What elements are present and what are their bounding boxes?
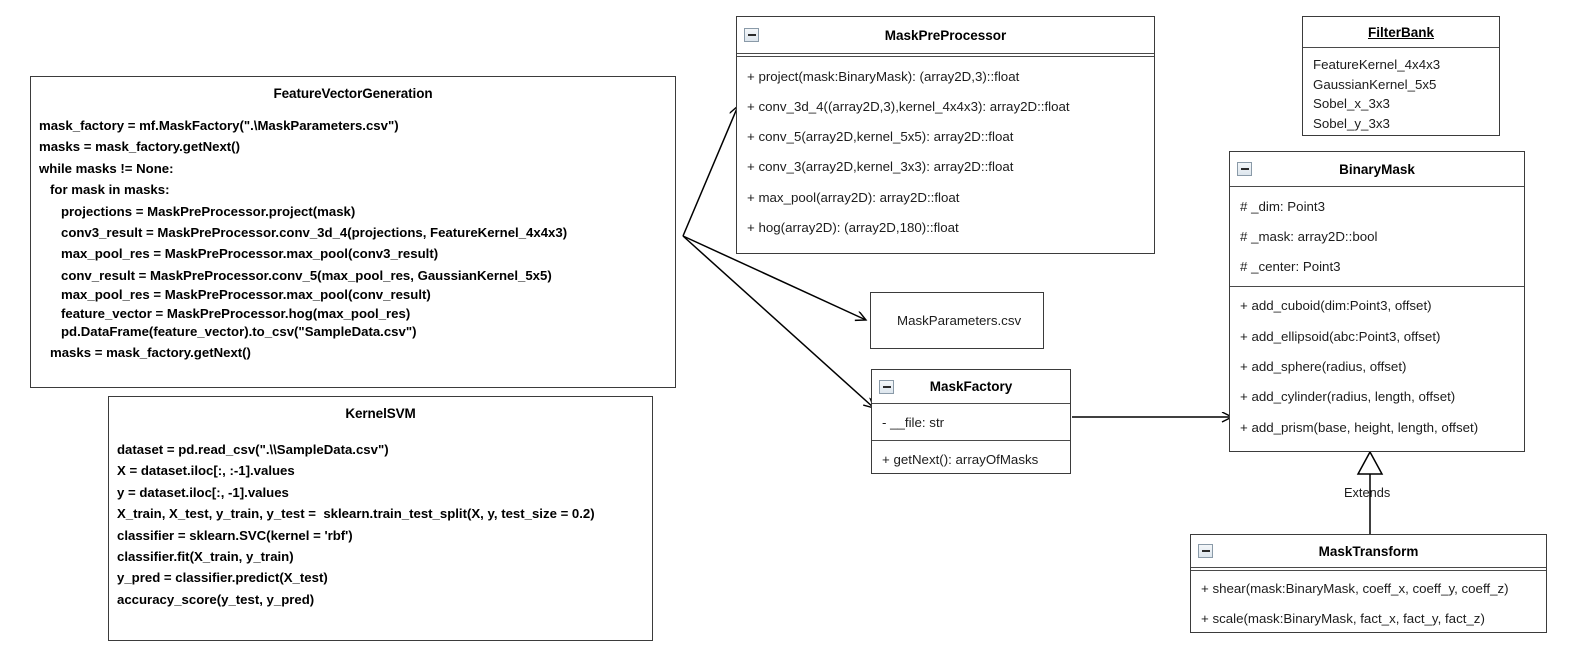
method-row: + shear(mask:BinaryMask, coeff_x, coeff_… (1201, 580, 1509, 596)
method-row: + add_ellipsoid(abc:Point3, offset) (1240, 328, 1441, 344)
binary-mask-attributes: # _dim: Point3 # _mask: array2D::bool # … (1230, 187, 1524, 286)
code-line: X = dataset.iloc[:, :-1].values (117, 463, 295, 479)
code-line: X_train, X_test, y_train, y_test = sklea… (117, 506, 595, 522)
mask-parameters-csv-box[interactable]: MaskParameters.csv (870, 292, 1044, 349)
method-row: + add_cylinder(radius, length, offset) (1240, 389, 1456, 405)
filter-item: Sobel_y_3x3 (1313, 116, 1390, 132)
binary-mask-title: BinaryMask (1339, 161, 1415, 177)
binary-mask-box[interactable]: BinaryMask # _dim: Point3 # _mask: array… (1229, 151, 1525, 452)
collapse-minus-icon[interactable] (1198, 544, 1213, 558)
attribute-row: # _mask: array2D::bool (1240, 228, 1378, 244)
filter-bank-title: FilterBank (1367, 24, 1435, 40)
mask-factory-methods: + getNext(): arrayOfMasks (872, 441, 1070, 477)
binary-mask-header: BinaryMask (1230, 152, 1524, 186)
method-row: + add_sphere(radius, offset) (1240, 358, 1407, 374)
mask-transform-methods: + shear(mask:BinaryMask, coeff_x, coeff_… (1191, 571, 1546, 636)
code-line: y = dataset.iloc[:, -1].values (117, 484, 289, 500)
code-line: feature_vector = MaskPreProcessor.hog(ma… (39, 305, 411, 321)
code-line: dataset = pd.read_csv(".\\SampleData.csv… (117, 442, 389, 457)
feature-vector-generation-title: FeatureVectorGeneration (273, 86, 433, 101)
mask-transform-box[interactable]: MaskTransform + shear(mask:BinaryMask, c… (1190, 534, 1547, 633)
mask-factory-attributes: - __file: str (872, 404, 1070, 440)
attributes-methods-separator (1230, 285, 1524, 287)
code-line: pd.DataFrame(feature_vector).to_csv("Sam… (39, 324, 417, 340)
code-line: while masks != None: (39, 160, 174, 176)
method-row: + add_prism(base, height, length, offset… (1240, 419, 1479, 435)
kernel-svm-box[interactable]: KernelSVM dataset = pd.read_csv(".\\Samp… (108, 396, 653, 641)
method-row: + hog(array2D): (array2D,180)::float (747, 219, 959, 235)
code-line: max_pool_res = MaskPreProcessor.max_pool… (39, 287, 431, 302)
code-line: conv3_result = MaskPreProcessor.conv_3d_… (39, 224, 568, 240)
method-row: + max_pool(array2D): array2D::float (747, 189, 960, 205)
mask-factory-title: MaskFactory (929, 379, 1013, 394)
filter-bank-header: FilterBank (1303, 17, 1499, 47)
inheritance-triangle-icon (1356, 450, 1384, 475)
feature-vector-generation-code: mask_factory = mf.MaskFactory(".\MaskPar… (31, 115, 675, 364)
mask-preprocessor-header: MaskPreProcessor (737, 17, 1154, 53)
header-separator (737, 53, 1154, 57)
mask-factory-header: MaskFactory (872, 370, 1070, 403)
attributes-methods-separator (872, 440, 1070, 442)
header-separator (1303, 47, 1499, 48)
header-separator (1191, 567, 1546, 571)
collapse-minus-icon[interactable] (879, 379, 894, 394)
collapse-minus-icon[interactable] (744, 28, 759, 42)
code-line: masks = mask_factory.getNext() (39, 345, 251, 361)
mask-transform-title: MaskTransform (1318, 543, 1419, 559)
code-line: classifier = sklearn.SVC(kernel = 'rbf') (117, 527, 353, 543)
binary-mask-methods: + add_cuboid(dim:Point3, offset) + add_e… (1230, 287, 1524, 446)
code-line: projections = MaskPreProcessor.project(m… (39, 203, 356, 219)
edge-fvg-to-maskpreprocessor (682, 106, 738, 237)
method-row: + conv_3(array2D,kernel_3x3): array2D::f… (747, 159, 1014, 175)
method-row: + conv_5(array2D,kernel_5x5): array2D::f… (747, 129, 1014, 145)
mask-parameters-csv-label: MaskParameters.csv (897, 312, 1022, 328)
mask-preprocessor-title: MaskPreProcessor (884, 27, 1007, 43)
header-separator (1230, 186, 1524, 187)
code-line: y_pred = classifier.predict(X_test) (117, 570, 328, 586)
method-row: + add_cuboid(dim:Point3, offset) (1240, 298, 1432, 314)
attribute-row: # _dim: Point3 (1240, 198, 1326, 214)
mask-transform-header: MaskTransform (1191, 535, 1546, 567)
attribute-row: - __file: str (882, 414, 945, 430)
header-separator (872, 403, 1070, 404)
mask-factory-box[interactable]: MaskFactory - __file: str + getNext(): a… (871, 369, 1071, 474)
extends-edge-label: Extends (1344, 485, 1391, 500)
filter-item: GaussianKernel_5x5 (1313, 76, 1437, 92)
edge-fvg-to-maskfactory (682, 235, 874, 408)
code-line: masks = mask_factory.getNext() (39, 139, 240, 155)
method-row: + conv_3d_4((array2D,3),kernel_4x4x3): a… (747, 98, 1070, 114)
mask-parameters-csv-content: MaskParameters.csv (871, 293, 1043, 348)
collapse-minus-icon[interactable] (1237, 162, 1252, 176)
mask-preprocessor-box[interactable]: MaskPreProcessor + project(mask:BinaryMa… (736, 16, 1155, 254)
attribute-row: # _center: Point3 (1240, 259, 1341, 275)
code-line: for mask in masks: (39, 182, 170, 198)
filter-item: Sobel_x_3x3 (1313, 96, 1390, 112)
method-row: + project(mask:BinaryMask): (array2D,3):… (747, 68, 1020, 84)
code-line: conv_result = MaskPreProcessor.conv_5(ma… (39, 267, 552, 283)
mask-preprocessor-methods: + project(mask:BinaryMask): (array2D,3):… (737, 57, 1154, 247)
kernel-svm-title: KernelSVM (345, 406, 416, 421)
filter-item: FeatureKernel_4x4x3 (1313, 57, 1441, 72)
code-line: max_pool_res = MaskPreProcessor.max_pool… (39, 246, 439, 262)
code-line: accuracy_score(y_test, y_pred) (117, 591, 315, 607)
feature-vector-generation-box[interactable]: FeatureVectorGeneration mask_factory = m… (30, 76, 676, 388)
kernel-svm-code: dataset = pd.read_csv(".\\SampleData.csv… (109, 439, 652, 610)
code-line: classifier.fit(X_train, y_train) (117, 548, 294, 564)
method-row: + getNext(): arrayOfMasks (882, 451, 1039, 467)
filter-bank-box[interactable]: FilterBank FeatureKernel_4x4x3 GaussianK… (1302, 16, 1500, 136)
code-line: mask_factory = mf.MaskFactory(".\MaskPar… (39, 118, 399, 133)
method-row: + scale(mask:BinaryMask, fact_x, fact_y,… (1201, 610, 1485, 626)
filter-bank-items: FeatureKernel_4x4x3 GaussianKernel_5x5 S… (1303, 48, 1499, 141)
